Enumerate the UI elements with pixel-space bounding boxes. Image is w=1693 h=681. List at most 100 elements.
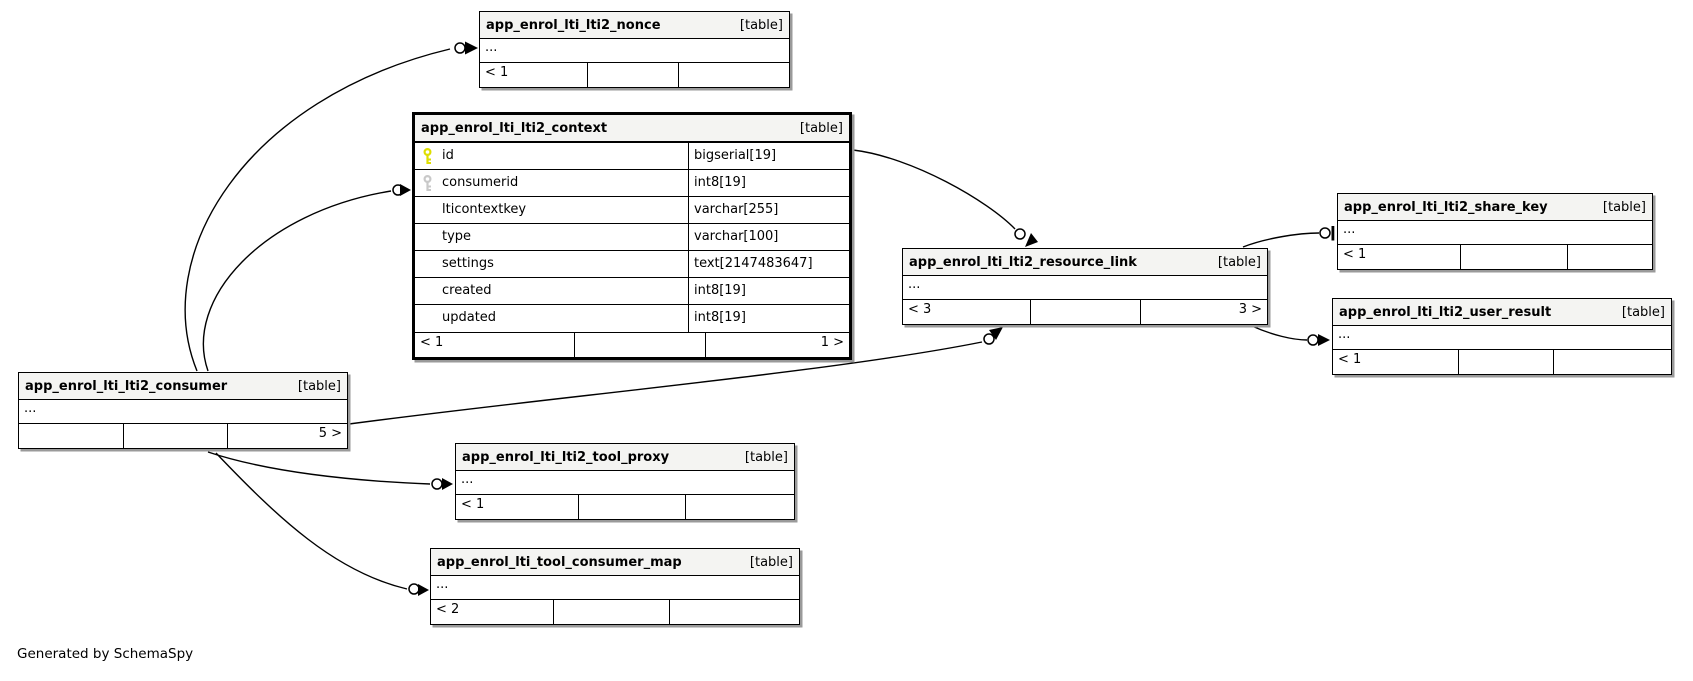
column-row-consumerid[interactable]: consumerid int8[19] — [415, 170, 849, 197]
footer-cell — [579, 495, 686, 519]
footer-cell — [124, 424, 228, 448]
zero-endpoint-circle — [983, 333, 995, 345]
column-type: int8[19] — [688, 278, 849, 304]
footer-cell-children: < 1 — [1338, 245, 1461, 269]
column-row-lticontextkey[interactable]: lticontextkey varchar[255] — [415, 197, 849, 224]
table-header: app_enrol_lti_lti2_tool_proxy [table] — [456, 444, 794, 471]
table-footer: < 2 — [431, 600, 799, 624]
relationship-line-consumer-nonce — [184, 48, 451, 372]
many-arrowhead — [1318, 334, 1330, 346]
table-app_enrol_lti_lti2_share_key[interactable]: app_enrol_lti_lti2_share_key [table] ...… — [1337, 193, 1653, 270]
table-header: app_enrol_lti_lti2_context [table] — [415, 115, 849, 143]
table-title[interactable]: app_enrol_lti_lti2_resource_link — [909, 254, 1137, 270]
column-name: type — [442, 229, 472, 244]
table-footer: < 1 — [456, 495, 794, 519]
table-title[interactable]: app_enrol_lti_tool_consumer_map — [437, 554, 682, 570]
table-footer: < 1 — [480, 63, 789, 87]
column-name: id — [442, 148, 454, 163]
column-row-created[interactable]: created int8[19] — [415, 278, 849, 305]
zero-endpoint-circle — [1307, 334, 1319, 346]
table-header: app_enrol_lti_lti2_share_key [table] — [1338, 194, 1652, 221]
table-header: app_enrol_lti_lti2_user_result [table] — [1333, 299, 1671, 326]
footer-cell — [575, 333, 706, 357]
column-row-updated[interactable]: updated int8[19] — [415, 305, 849, 332]
footer-cell — [1461, 245, 1568, 269]
footer-cell — [554, 600, 670, 624]
footer-cell — [1031, 300, 1141, 324]
column-row-type[interactable]: type varchar[100] — [415, 224, 849, 251]
foreign-key-icon — [422, 174, 433, 202]
many-arrowhead — [418, 584, 429, 596]
table-footer: < 1 — [1338, 245, 1652, 269]
footer-cell — [686, 495, 794, 519]
relationship-line-consumer-toolproxy — [207, 451, 431, 485]
generated-by-note: Generated by SchemaSpy — [17, 646, 194, 662]
table-app_enrol_lti_tool_consumer_map[interactable]: app_enrol_lti_tool_consumer_map [table] … — [430, 548, 800, 625]
table-type-tag: [table] — [744, 449, 788, 465]
table-title[interactable]: app_enrol_lti_lti2_share_key — [1344, 199, 1548, 215]
footer-cell — [679, 63, 789, 87]
footer-cell — [588, 63, 679, 87]
footer-cell — [1554, 350, 1671, 374]
table-type-tag: [table] — [739, 17, 783, 33]
table-title[interactable]: app_enrol_lti_lti2_context — [421, 120, 608, 136]
column-type: text[2147483647] — [688, 251, 849, 277]
many-arrowhead — [989, 327, 1003, 340]
many-arrowhead — [400, 184, 411, 196]
table-header: app_enrol_lti_tool_consumer_map [table] — [431, 549, 799, 576]
table-type-tag: [table] — [1621, 304, 1665, 320]
table-header: app_enrol_lti_lti2_consumer [table] — [19, 373, 347, 400]
footer-cell — [19, 424, 124, 448]
relationship-line-resourcelink-sharekey — [1242, 232, 1320, 248]
footer-cell — [670, 600, 799, 624]
footer-cell-parents: 5 > — [318, 426, 342, 441]
columns-ellipsis: ... — [1338, 221, 1652, 245]
relationship-line-consumer-context — [202, 190, 392, 372]
column-name: created — [442, 283, 492, 298]
one-endpoint-bar — [1331, 226, 1335, 241]
table-type-tag: [table] — [297, 378, 341, 394]
table-app_enrol_lti_lti2_consumer[interactable]: app_enrol_lti_lti2_consumer [table] ... … — [18, 372, 348, 449]
many-arrowhead — [1025, 233, 1038, 247]
columns-ellipsis: ... — [480, 39, 789, 63]
columns-ellipsis: ... — [19, 400, 347, 424]
relationship-line-consumer-resourcelink — [348, 341, 983, 425]
column-name: updated — [442, 310, 497, 325]
table-footer: 5 > — [19, 424, 347, 448]
table-title[interactable]: app_enrol_lti_lti2_tool_proxy — [462, 449, 670, 465]
relationship-line-consumer-toolconsumermap — [215, 452, 408, 590]
table-type-tag: [table] — [799, 120, 843, 136]
zero-endpoint-circle — [454, 42, 466, 54]
table-title[interactable]: app_enrol_lti_lti2_consumer — [25, 378, 228, 394]
zero-endpoint-circle — [431, 478, 443, 490]
footer-cell — [1459, 350, 1554, 374]
column-type: varchar[255] — [688, 197, 849, 223]
footer-cell-children: < 3 — [903, 300, 1031, 324]
zero-endpoint-circle — [1014, 228, 1026, 240]
column-name: lticontextkey — [442, 202, 527, 217]
columns-ellipsis: ... — [431, 576, 799, 600]
table-app_enrol_lti_lti2_user_result[interactable]: app_enrol_lti_lti2_user_result [table] .… — [1332, 298, 1672, 375]
column-row-id[interactable]: id bigserial[19] — [415, 143, 849, 170]
table-header: app_enrol_lti_lti2_resource_link [table] — [903, 249, 1267, 276]
table-footer: < 1 — [1333, 350, 1671, 374]
zero-endpoint-circle — [408, 583, 420, 595]
table-type-tag: [table] — [1602, 199, 1646, 215]
table-app_enrol_lti_lti2_context[interactable]: app_enrol_lti_lti2_context [table] id bi… — [412, 112, 852, 360]
table-type-tag: [table] — [1217, 254, 1261, 270]
columns-ellipsis: ... — [1333, 326, 1671, 350]
primary-key-icon — [422, 147, 433, 175]
table-app_enrol_lti_lti2_tool_proxy[interactable]: app_enrol_lti_lti2_tool_proxy [table] ..… — [455, 443, 795, 520]
table-header: app_enrol_lti_lti2_nonce [table] — [480, 12, 789, 39]
columns-ellipsis: ... — [903, 276, 1267, 300]
table-app_enrol_lti_lti2_resource_link[interactable]: app_enrol_lti_lti2_resource_link [table]… — [902, 248, 1268, 325]
table-footer: < 1 1 > — [415, 332, 849, 357]
column-type: bigserial[19] — [688, 143, 849, 169]
column-row-settings[interactable]: settings text[2147483647] — [415, 251, 849, 278]
footer-cell-children: < 1 — [480, 63, 588, 87]
table-title[interactable]: app_enrol_lti_lti2_nonce — [486, 17, 661, 33]
table-app_enrol_lti_lti2_nonce[interactable]: app_enrol_lti_lti2_nonce [table] ... < 1 — [479, 11, 790, 88]
columns-ellipsis: ... — [456, 471, 794, 495]
table-title[interactable]: app_enrol_lti_lti2_user_result — [1339, 304, 1552, 320]
